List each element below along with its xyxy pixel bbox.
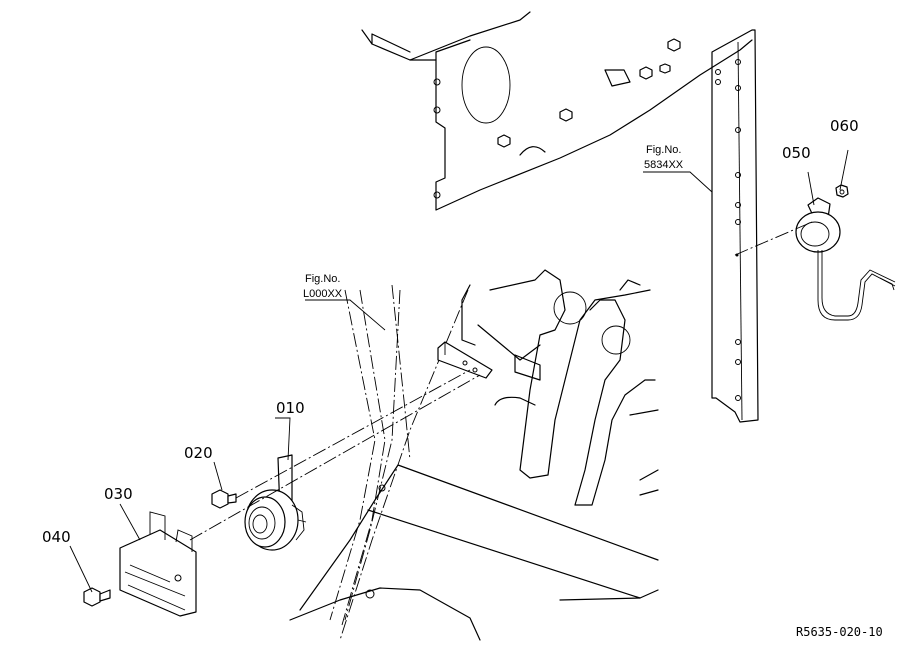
loader-frame — [289, 269, 659, 641]
frame-bracket — [361, 11, 753, 211]
frame-members — [329, 284, 469, 641]
fig-ref-label-a: Fig.No. — [646, 144, 681, 156]
vertical-plate — [711, 29, 759, 423]
assembly-lines — [189, 149, 849, 541]
switch-050 — [795, 197, 896, 321]
leader-lines — [69, 171, 739, 593]
horn-mount-bracket — [437, 341, 493, 379]
bolt-020 — [211, 489, 237, 509]
fig-ref-label-b: Fig.No. — [305, 273, 340, 285]
fig-ref-value-b: L000XX — [303, 288, 343, 300]
fig-ref-value-a: 5834XX — [644, 159, 684, 171]
horn-cover — [119, 511, 197, 617]
callout-020: 020 — [184, 444, 213, 462]
horn — [244, 454, 307, 551]
callout-060: 060 — [830, 117, 859, 135]
callout-040: 040 — [42, 528, 71, 546]
bolt-040 — [83, 587, 111, 607]
nut-060 — [835, 184, 849, 198]
drawing-code: R5635-020-10 — [796, 625, 883, 639]
callout-010: 010 — [276, 399, 305, 417]
callout-030: 030 — [104, 485, 133, 503]
callout-050: 050 — [782, 144, 811, 162]
